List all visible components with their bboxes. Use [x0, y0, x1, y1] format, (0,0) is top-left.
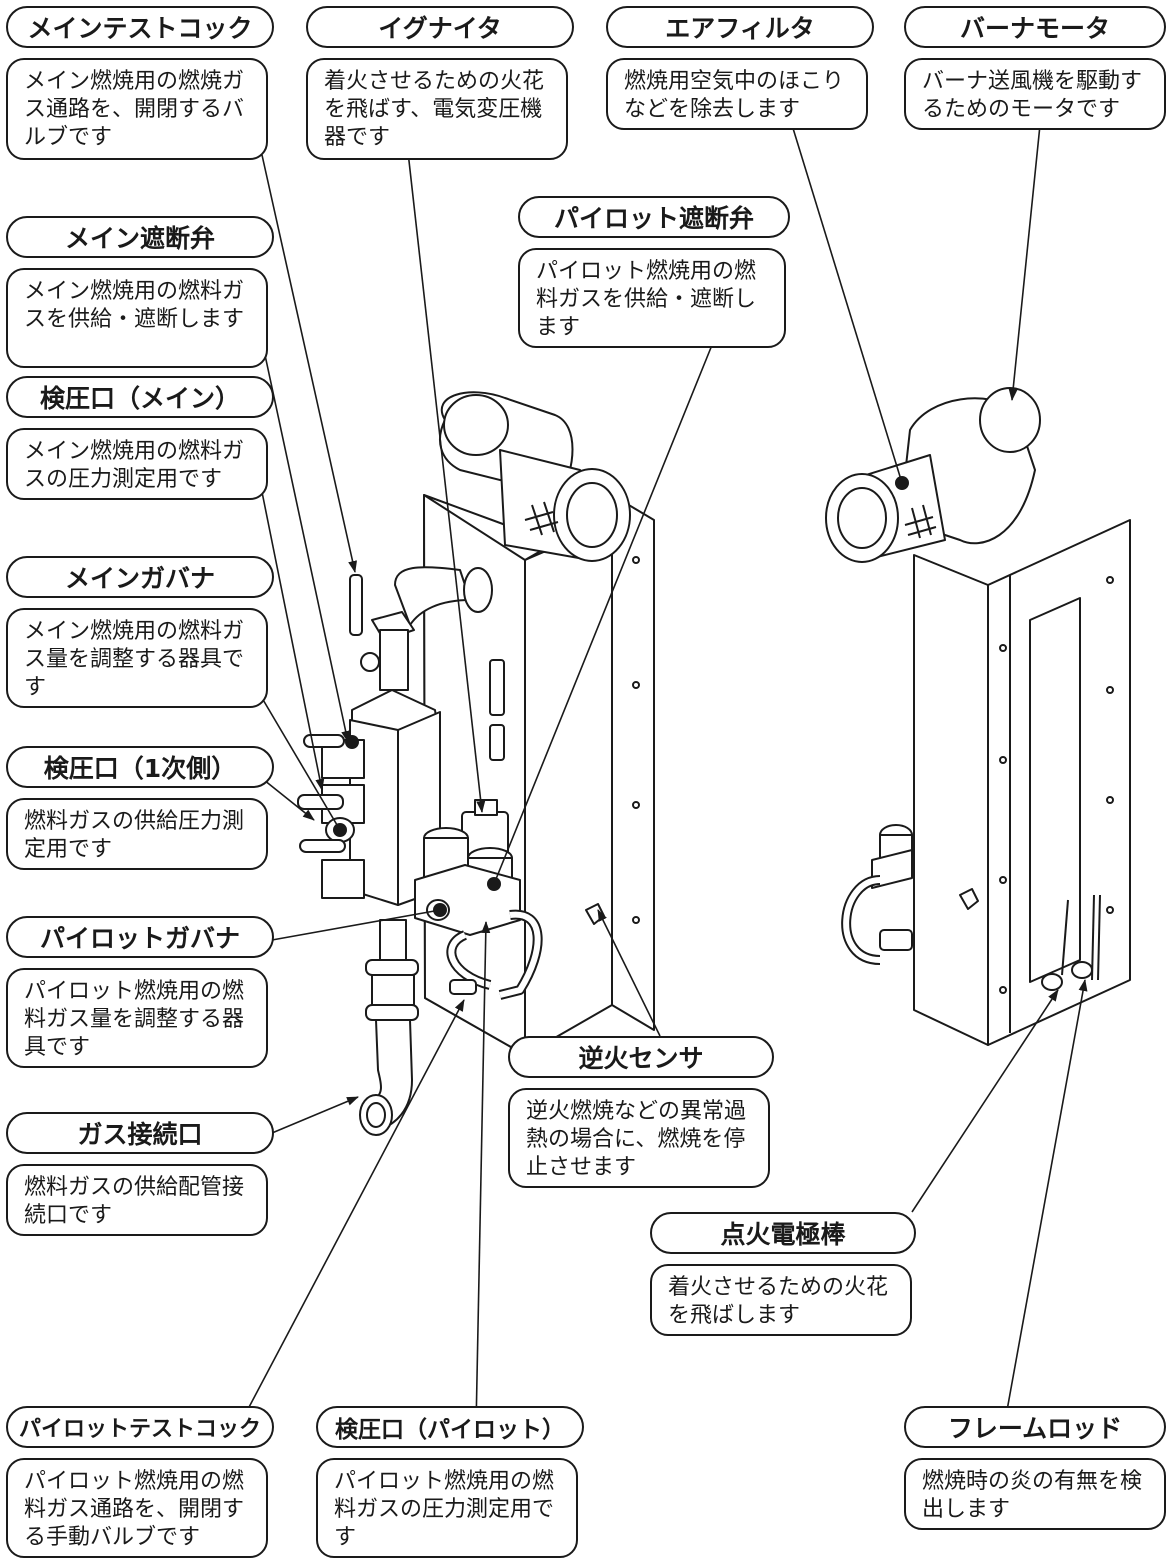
callout-title: バーナモータ [904, 6, 1166, 48]
callout-description: メイン燃焼用の燃料ガスを供給・遮断します [6, 268, 268, 368]
callout-title: パイロットガバナ [6, 916, 274, 958]
callout-description: 着火させるための火花を飛ばす、電気変圧機器です [306, 58, 568, 160]
callout-description: 燃焼時の炎の有無を検出します [904, 1458, 1166, 1530]
callout-description: パイロット燃焼用の燃料ガスの圧力測定用です [316, 1458, 578, 1558]
callout-description: 燃焼用空気中のほこりなどを除去します [606, 58, 868, 130]
callout-title: メインテストコック [6, 6, 274, 48]
callout-title: イグナイタ [306, 6, 574, 48]
callout-title: フレームロッド [904, 1406, 1166, 1448]
callout-title: パイロット遮断弁 [518, 196, 790, 238]
burner-illustration [237, 124, 1131, 1429]
callout-title: 検圧口（メイン） [6, 376, 274, 418]
callout-title: 検圧口（1次側） [6, 746, 274, 788]
callout-description: パイロット燃焼用の燃料ガス量を調整する器具です [6, 968, 268, 1068]
callout-title: ガス接続口 [6, 1112, 274, 1154]
callout-title: メインガバナ [6, 556, 274, 598]
callout-title: パイロットテストコック [6, 1406, 274, 1448]
callout-description: パイロット燃焼用の燃料ガスを供給・遮断します [518, 248, 786, 348]
callout-title: 逆火センサ [508, 1036, 774, 1078]
callout-description: メイン燃焼用の燃料ガス量を調整する器具です [6, 608, 268, 708]
callout-description: 燃料ガスの供給圧力測定用です [6, 798, 268, 870]
callout-title: 点火電極棒 [650, 1212, 916, 1254]
callout-description: パイロット燃焼用の燃料ガス通路を、開閉する手動バルブです [6, 1458, 268, 1558]
callout-description: メイン燃焼用の燃料ガスの圧力測定用です [6, 428, 268, 500]
leader-lines [237, 124, 1088, 1429]
callout-description: バーナ送風機を駆動するためのモータです [904, 58, 1166, 130]
callout-title: メイン遮断弁 [6, 216, 274, 258]
burner-unit-front-view [297, 391, 655, 1136]
callout-description: メイン燃焼用の燃焼ガス通路を、開閉するバルブです [6, 58, 268, 160]
callout-description: 着火させるための火花を飛ばします [650, 1264, 912, 1336]
callout-title: エアフィルタ [606, 6, 874, 48]
callout-title: 検圧口（パイロット） [316, 1406, 584, 1448]
callout-description: 燃料ガスの供給配管接続口です [6, 1164, 268, 1236]
burner-unit-rear-view [825, 387, 1131, 1046]
callout-description: 逆火燃焼などの異常過熱の場合に、燃焼を停止させます [508, 1088, 770, 1188]
